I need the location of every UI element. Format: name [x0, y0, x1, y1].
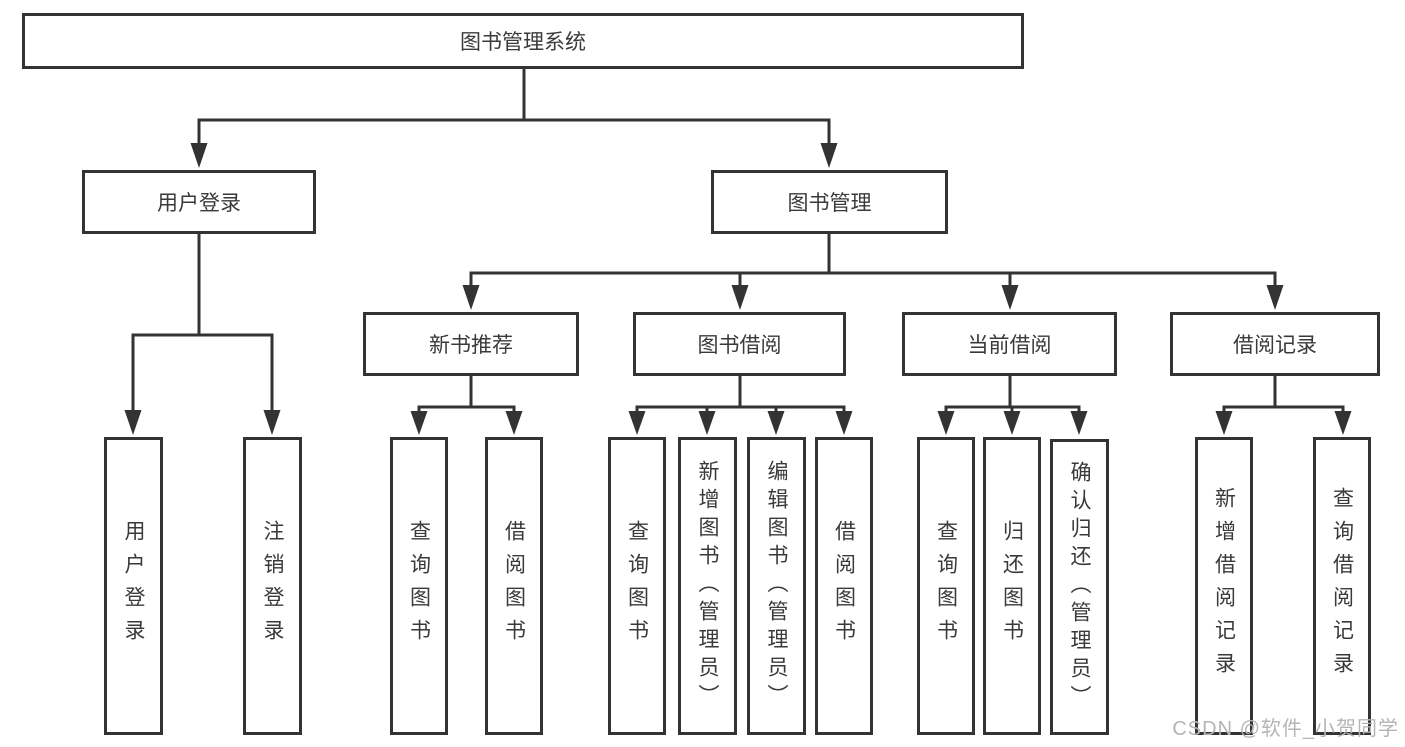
leaf-confirm-return-admin: 确认归还（管理员）	[1050, 439, 1109, 735]
node-current-borrowing: 当前借阅	[902, 312, 1117, 376]
leaf-borrow-books-rec: 借阅图书	[485, 437, 543, 735]
leaf-add-borrow-record: 新增借阅记录	[1195, 437, 1253, 735]
leaf-logout: 注销登录	[243, 437, 302, 735]
node-borrowing-records: 借阅记录	[1170, 312, 1380, 376]
leaf-return-books: 归还图书	[983, 437, 1041, 735]
leaf-add-books-admin: 新增图书（管理员）	[678, 437, 737, 735]
leaf-query-borrow-record: 查询借阅记录	[1313, 437, 1371, 735]
csdn-watermark: CSDN @软件_小贺同学	[1172, 718, 1399, 740]
leaf-borrow-books: 借阅图书	[815, 437, 873, 735]
node-new-book-recommend: 新书推荐	[363, 312, 579, 376]
leaf-user-login: 用户登录	[104, 437, 163, 735]
arrowheads	[124, 143, 1352, 435]
leaf-query-books-current: 查询图书	[917, 437, 975, 735]
node-library-system: 图书管理系统	[22, 13, 1024, 69]
node-book-borrowing: 图书借阅	[633, 312, 846, 376]
node-user-login: 用户登录	[82, 170, 316, 234]
leaf-query-books-borrow: 查询图书	[608, 437, 666, 735]
leaf-query-books-rec: 查询图书	[390, 437, 448, 735]
leaf-edit-books-admin: 编辑图书（管理员）	[747, 437, 806, 735]
node-book-management: 图书管理	[711, 170, 948, 234]
